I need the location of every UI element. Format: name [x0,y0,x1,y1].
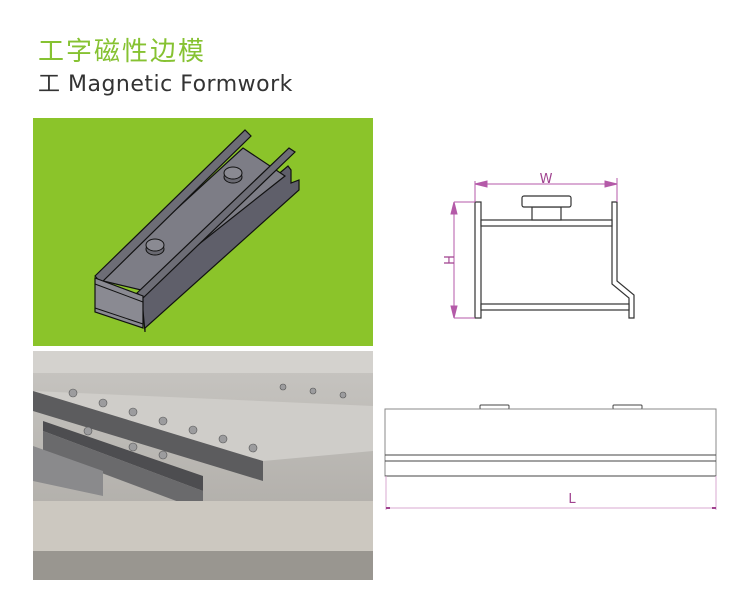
height-dimension [450,201,475,319]
height-label: H [443,255,458,265]
width-dimension [474,178,618,202]
front-view-drawing [474,195,635,319]
site-photo [33,351,373,580]
product-render-image [33,118,373,346]
length-label: L [568,492,576,507]
magnet-knob [223,166,243,184]
magnet-knob [145,238,165,256]
side-view-drawing [384,404,717,477]
formwork-site-photo [33,351,373,580]
formwork-3d-illustration [94,129,300,333]
page-title: 工字磁性边模 [38,37,207,67]
width-label: W [540,172,553,187]
length-dimension [385,476,717,510]
page-subtitle: 工 Magnetic Formwork [38,72,293,97]
